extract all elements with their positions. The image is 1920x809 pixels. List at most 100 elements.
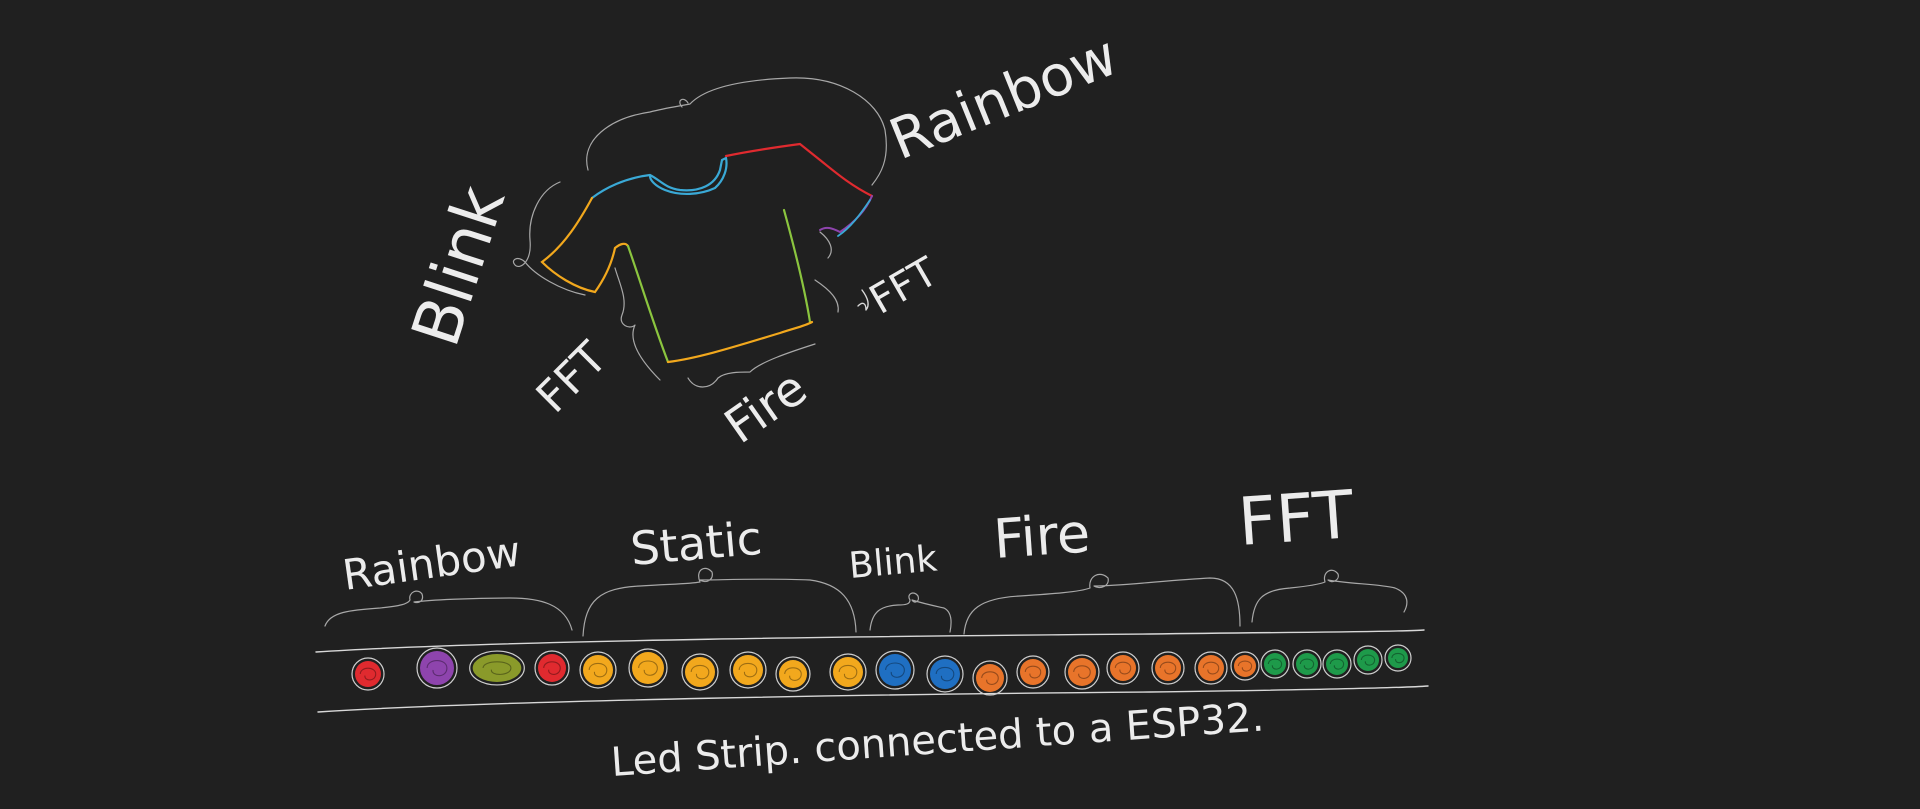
led-body [1388,648,1408,668]
led-ring [351,657,385,691]
led-purple [416,647,458,689]
led-ring [1292,649,1322,679]
led-ring [1260,649,1290,679]
led-orange [1106,651,1140,685]
led-scribble [1360,654,1376,666]
led-body [583,655,613,685]
shirt-guide-underarm [614,267,661,381]
led-ring [1384,644,1412,672]
led-scribble [426,660,448,677]
brace-static [582,567,857,637]
led-ring [1064,654,1100,690]
shirt-collar-cyan [590,156,728,200]
led-ring [1106,651,1140,685]
section-label-fire: Fire [992,501,1093,571]
led-ring [972,660,1008,696]
led-orange [1230,651,1260,681]
shirt-guide-top-loop [679,98,689,108]
led-yellow [829,653,867,691]
led-orange [1151,651,1185,685]
led-scribble [738,662,758,678]
shirt-label-blink: Blink [397,176,521,355]
brace-rainbow [324,590,573,631]
led-green [1292,649,1322,679]
section-label-fft: FFT [1236,476,1357,561]
led-ring [829,653,867,691]
led-body [1264,653,1286,675]
led-body [976,664,1004,692]
led-scribble [1237,660,1253,672]
led-body [1068,658,1096,686]
led-ring [1353,645,1383,675]
led-scribble [1299,658,1315,670]
led-body [1110,655,1136,681]
led-body [879,654,911,686]
led-ring [729,651,767,689]
led-ring [469,650,525,686]
led-body [632,652,664,684]
fft-right-arrow [857,289,869,311]
led-ring [1016,655,1050,689]
shirt-guide-bottom [687,343,816,388]
led-orange [1016,655,1050,689]
brace-fft [1251,569,1408,623]
section-label-static: Static [628,511,764,576]
led-orange [1064,654,1100,690]
shirt-guide-right [814,279,839,313]
led-orange [972,660,1008,696]
led-olive [469,650,525,686]
led-ring [926,655,964,693]
strip-top-edge [315,629,1425,653]
led-green [1322,649,1352,679]
led-scribble [784,667,802,681]
strip-caption: Led Strip. connected to a ESP32. [609,694,1265,786]
led-scribble [885,662,905,678]
led-ring [1194,651,1228,685]
led-blue [875,650,915,690]
led-ring [628,648,668,688]
led-body [420,651,454,685]
shirt-guide-top [586,77,887,186]
led-scribble [838,664,858,680]
led-ring [534,650,570,686]
led-ring [1322,649,1352,679]
shirt-label-rainbow: Rainbow [881,23,1127,173]
section-braces [324,567,1408,637]
led-body [833,657,863,687]
led-body [1198,655,1224,681]
led-body [685,657,715,687]
led-body [779,660,807,688]
led-ring [875,650,915,690]
shirt-label-fft-left: FFT [527,332,617,422]
led-body [733,655,763,685]
led-ring [416,647,458,689]
shirt-body-right [782,208,812,324]
led-orange [1194,651,1228,685]
led-yellow [681,653,719,691]
led-body [1155,655,1181,681]
section-label-blink: Blink [847,538,939,587]
led-red [351,657,385,691]
led-scribble [588,662,608,678]
shirt-sleeve-right [819,195,873,234]
led-ring [1230,651,1260,681]
led-green [1384,644,1412,672]
shirt-label-fft-right: FFT [862,249,946,324]
led-body [1234,655,1256,677]
led-body [538,654,566,682]
shirt-sleeve-left [540,196,630,294]
led-green [1353,645,1383,675]
led-scribble [1073,665,1091,679]
led-green [1260,649,1290,679]
led-yellow [579,651,617,689]
led-ring [1151,651,1185,685]
led-scribble [638,660,658,676]
led-body [930,659,960,689]
led-scribble [1024,665,1042,679]
shirt-shoulder-red [724,142,874,198]
led-scribble [1391,652,1405,664]
shirt-body-left [626,244,670,364]
led-scribble [935,666,955,682]
led-yellow [775,656,811,692]
led-scribble [1329,658,1345,670]
